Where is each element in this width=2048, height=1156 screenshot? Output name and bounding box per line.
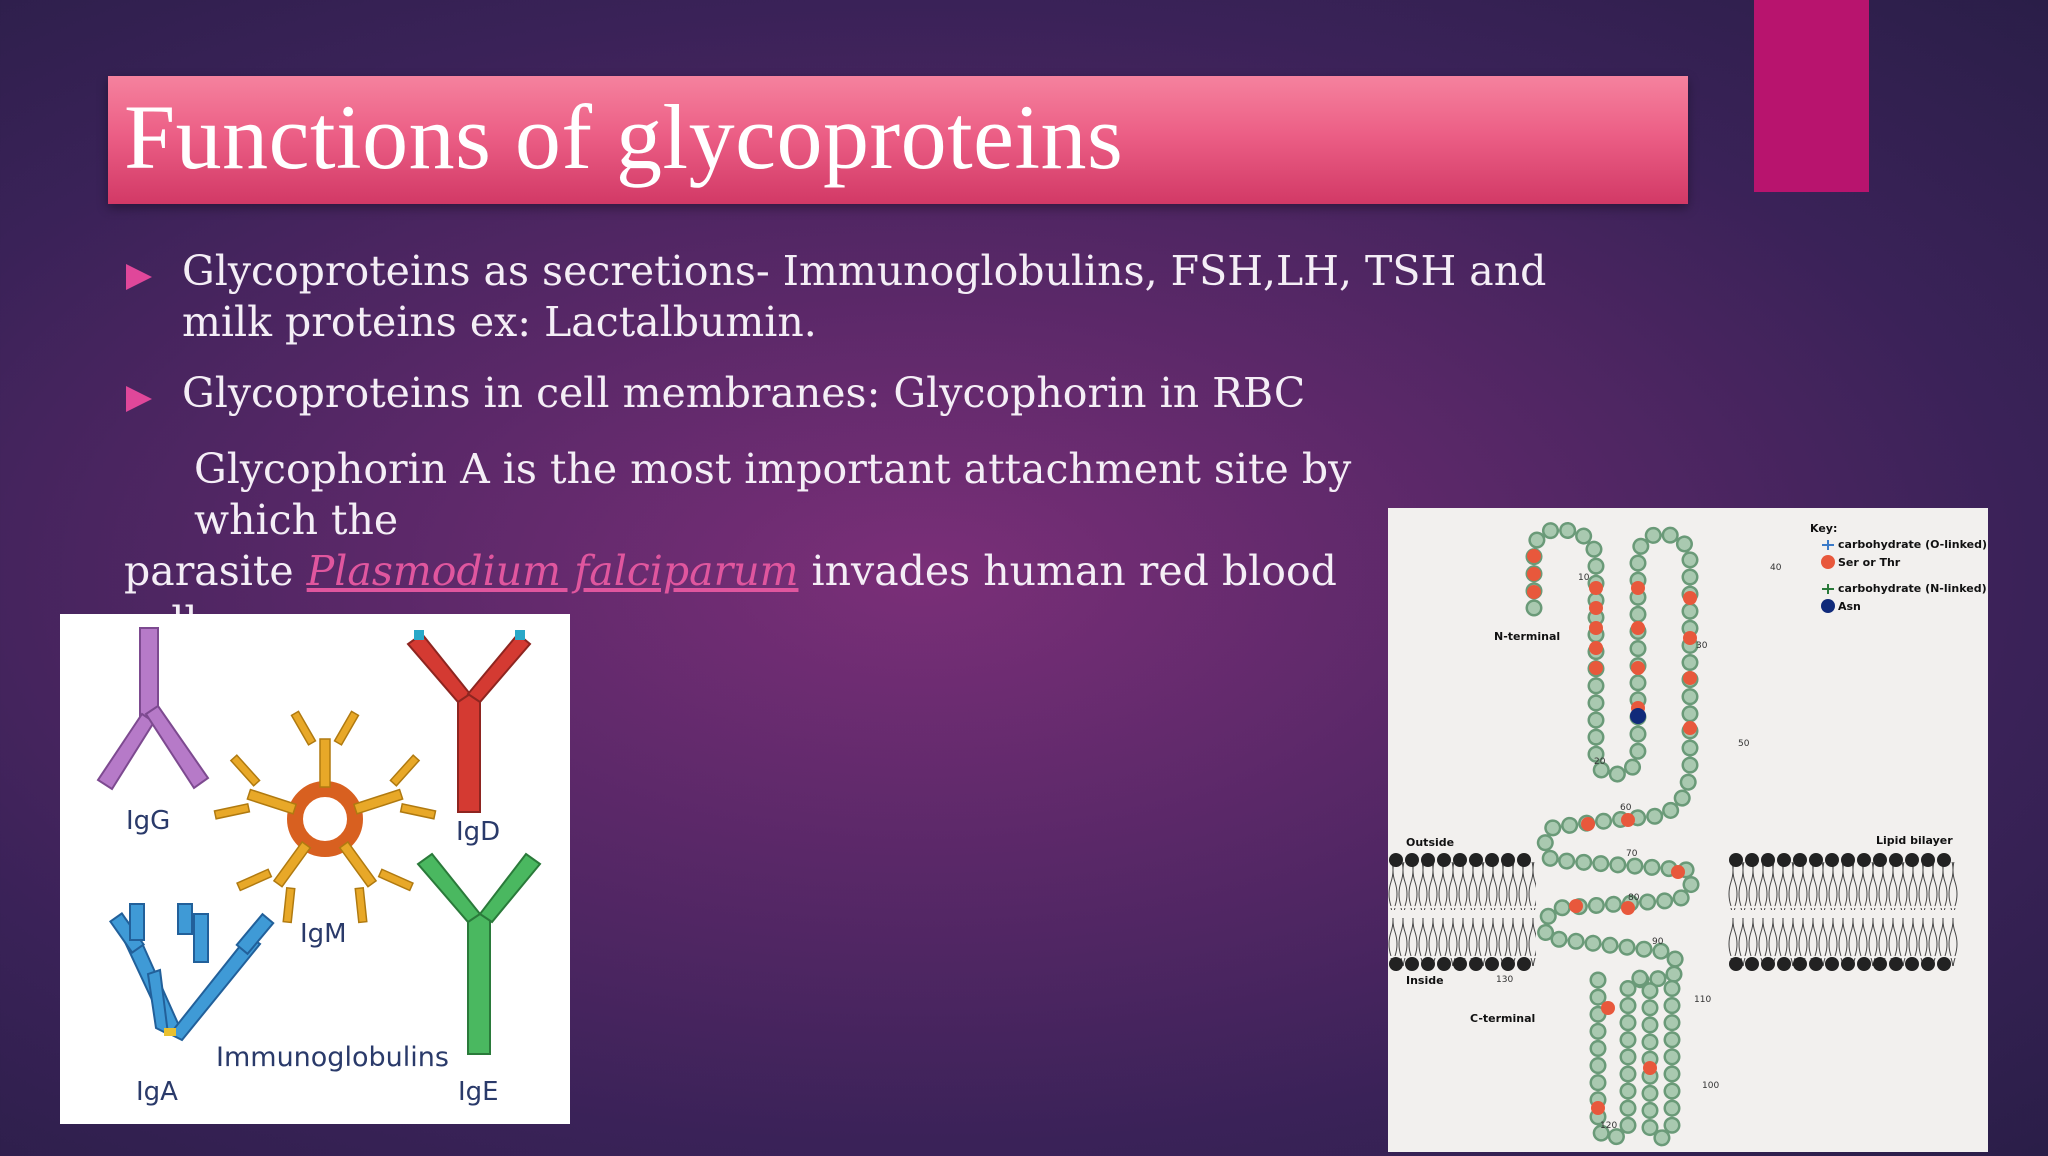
residue-number: 40: [1770, 563, 1782, 573]
bullet-text: Glycoproteins in cell membranes: Glycoph…: [182, 369, 1306, 417]
key-item: carbohydrate (N-linked): [1838, 582, 1987, 595]
residue-number: 60: [1620, 803, 1632, 813]
glycophorin-figure: Key: carbohydrate (O-linked) Ser or Thr …: [1388, 508, 1988, 1152]
residue-number: 30: [1696, 641, 1708, 651]
ige-label: IgE: [458, 1077, 499, 1107]
bullet-item: Glycoproteins as secretions- Immunoglobu…: [122, 246, 1622, 348]
bullet-text: Glycoproteins as secretions- Immunoglobu…: [182, 247, 1547, 346]
residue-number: 20: [1594, 757, 1606, 767]
immunoglobulins-caption: Immunoglobulins: [216, 1042, 449, 1073]
bullet-list: Glycoproteins as secretions- Immunoglobu…: [122, 246, 1622, 439]
igm-antibody: [213, 710, 437, 924]
immunoglobulin-diagram: IgG IgD IgM: [96, 627, 542, 1107]
residue-number: 110: [1694, 995, 1711, 1005]
residue-number: 90: [1652, 937, 1664, 947]
key-title: Key:: [1810, 522, 1837, 535]
residue-number: 50: [1738, 739, 1750, 749]
igd-antibody: [406, 630, 532, 813]
igm-label: IgM: [300, 919, 347, 949]
bullet-arrow-icon: [126, 264, 152, 290]
glycophorin-diagram: Key: carbohydrate (O-linked) Ser or Thr …: [1388, 521, 1987, 1147]
outside-label: Outside: [1406, 836, 1454, 849]
lipid-bilayer-right: [1728, 853, 1958, 971]
residue-number: 130: [1496, 975, 1513, 985]
residue-number: 80: [1628, 893, 1640, 903]
iga-antibody: [108, 903, 275, 1042]
glycophorin-chain: [1525, 521, 1700, 1147]
n-terminal-label: N-terminal: [1494, 630, 1560, 643]
lipid-bilayer-label: Lipid bilayer: [1876, 834, 1953, 847]
corner-accent-bar: [1754, 0, 1869, 192]
residue-numbers: 10 20 30 40 50 60 70 80 90 100 110 120 1…: [1496, 563, 1782, 1131]
iga-label: IgA: [136, 1077, 178, 1107]
key-item: carbohydrate (O-linked): [1838, 538, 1987, 551]
residue-number: 70: [1626, 849, 1638, 859]
slide-title: Functions of glycoproteins: [124, 86, 1124, 188]
igg-antibody: [96, 627, 210, 791]
c-terminal-label: C-terminal: [1470, 1012, 1535, 1025]
bullet-arrow-icon: [126, 386, 152, 412]
ige-antibody: [416, 852, 542, 1055]
lipid-bilayer-left: [1388, 853, 1536, 971]
immunoglobulin-figure: IgG IgD IgM: [60, 614, 570, 1124]
bullet-item: Glycoproteins in cell membranes: Glycoph…: [122, 368, 1622, 419]
title-banner: Functions of glycoproteins: [108, 76, 1688, 204]
key-item: Ser or Thr: [1838, 556, 1901, 569]
igg-label: IgG: [126, 806, 170, 836]
paragraph-prefix: parasite: [124, 547, 307, 595]
glycophorin-paragraph: Glycophorin A is the most important atta…: [124, 444, 1384, 648]
residue-number: 120: [1600, 1121, 1617, 1131]
paragraph-line: Glycophorin A is the most important atta…: [194, 445, 1352, 544]
figure-key: Key: carbohydrate (O-linked) Ser or Thr …: [1810, 522, 1987, 613]
igd-label: IgD: [456, 817, 500, 847]
residue-number: 10: [1578, 573, 1590, 583]
key-item: Asn: [1838, 600, 1861, 613]
residue-number: 100: [1702, 1081, 1719, 1091]
plasmodium-link[interactable]: Plasmodium falciparum: [306, 547, 799, 595]
inside-label: Inside: [1406, 974, 1444, 987]
